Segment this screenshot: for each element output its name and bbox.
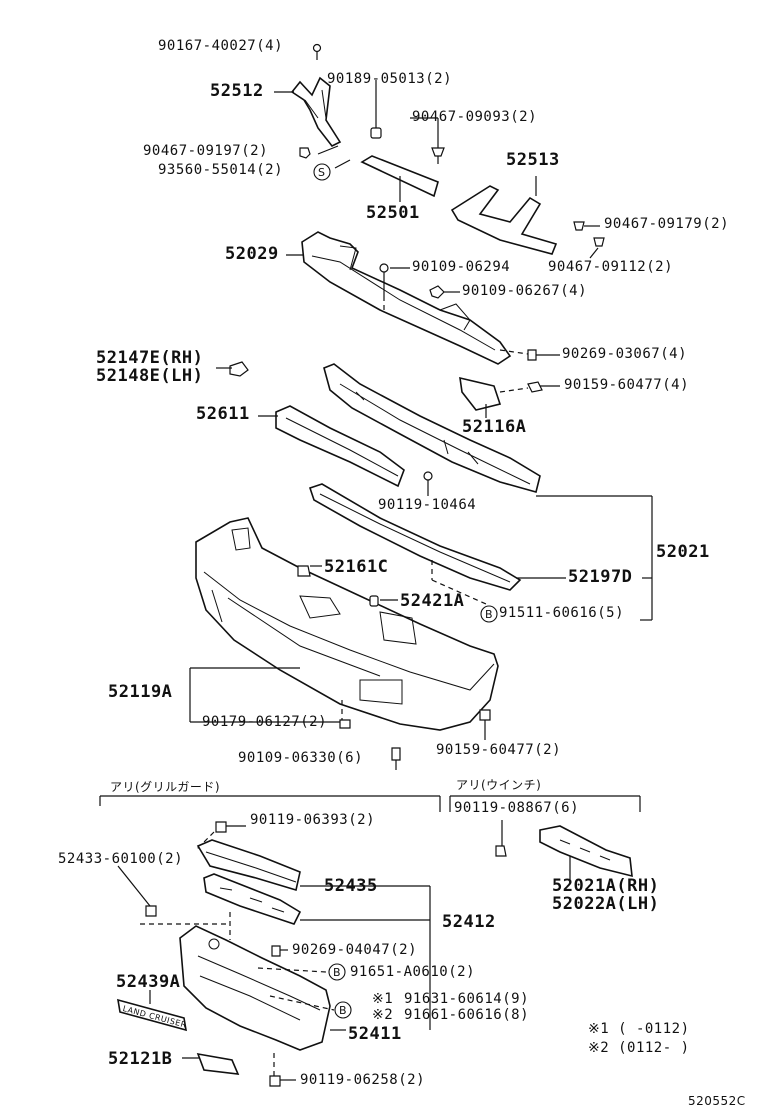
label-52021a: 52021A(RH) xyxy=(552,876,660,896)
label-52433-60100: 52433-60100(2) xyxy=(58,851,184,867)
absorber-52611 xyxy=(275,405,405,488)
grille-guard-52411 xyxy=(179,925,331,1051)
bolt-90167 xyxy=(312,43,322,53)
label-91511-60616: 91511-60616(5) xyxy=(499,605,625,621)
label-52148e: 52148E(LH) xyxy=(96,366,204,386)
diagram-id: 520552C xyxy=(688,1094,746,1108)
svg-text:B: B xyxy=(339,1004,347,1017)
label-90179-06127: 90179-06127(2) xyxy=(202,714,328,730)
label-52412: 52412 xyxy=(442,912,496,932)
bracket-52121b xyxy=(196,1052,240,1075)
label-90159-60477-2: 90159-60477(2) xyxy=(436,742,562,758)
label-52116a: 52116A xyxy=(462,417,527,437)
label-52197d: 52197D xyxy=(568,567,633,587)
label-52439a: 52439A xyxy=(116,972,181,992)
label-91631-mark: ※1 xyxy=(372,991,394,1007)
label-52029: 52029 xyxy=(225,244,279,264)
label-52119a: 52119A xyxy=(108,682,173,702)
label-91661-mark: ※2 xyxy=(372,1007,394,1023)
circle-s xyxy=(313,163,331,181)
label-91651-a0610: 91651-A0610(2) xyxy=(350,964,476,980)
bumper-cover-52119a xyxy=(195,517,499,731)
label-90119-10464: 90119-10464 xyxy=(378,497,477,513)
label-grille-guard: アリ(グリルガード) xyxy=(110,780,221,794)
label-90109-06330: 90109-06330(6) xyxy=(238,750,364,766)
label-93560-55014: 93560-55014(2) xyxy=(158,162,284,178)
label-90119-06258: 90119-06258(2) xyxy=(300,1072,426,1088)
label-52611: 52611 xyxy=(196,404,250,424)
part-52147e xyxy=(229,361,249,377)
label-52501: 52501 xyxy=(366,203,420,223)
label-90109-06294: 90109-06294 xyxy=(412,259,511,275)
label-52435: 52435 xyxy=(324,876,378,896)
label-52121b: 52121B xyxy=(108,1049,173,1069)
svg-text:B: B xyxy=(485,608,493,621)
winch-bracket-52021a xyxy=(539,825,633,878)
clip-90467-09197 xyxy=(299,147,311,159)
label-52022a: 52022A(LH) xyxy=(552,894,660,914)
circle-b-91651 xyxy=(328,963,346,981)
note-1: ※1 ( -0112) xyxy=(588,1021,690,1037)
label-52411: 52411 xyxy=(348,1024,402,1044)
circle-s-text: S xyxy=(318,166,325,179)
note-2: ※2 (0112- ) xyxy=(588,1040,690,1056)
bracket-52029 xyxy=(301,231,512,365)
label-90467-09112: 90467-09112(2) xyxy=(548,259,674,275)
label-90119-06393: 90119-06393(2) xyxy=(250,812,376,828)
label-90269-03067: 90269-03067(4) xyxy=(562,346,688,362)
bracket-52513 xyxy=(450,185,558,255)
label-52512: 52512 xyxy=(210,81,264,101)
bracket-52512 xyxy=(290,76,342,148)
svg-text:B: B xyxy=(333,966,341,979)
label-52147e: 52147E(RH) xyxy=(96,348,204,368)
guard-bar-52435 xyxy=(196,839,301,892)
bracket-52116a xyxy=(459,376,502,411)
label-90119-08867: 90119-08867(6) xyxy=(454,800,580,816)
label-91661-60616: 91661-60616(8) xyxy=(404,1007,530,1023)
circle-b-91511 xyxy=(480,605,498,623)
label-90189-05013: 90189-05013(2) xyxy=(327,71,453,87)
reinforcement-52021 xyxy=(323,363,541,493)
label-52161c: 52161C xyxy=(324,557,389,577)
label-52513: 52513 xyxy=(506,150,560,170)
label-90467-09093: 90467-09093(2) xyxy=(412,109,538,125)
emblem-52439a xyxy=(117,998,187,1032)
label-90467-09179: 90467-09179(2) xyxy=(604,216,730,232)
label-90467-09197: 90467-09197(2) xyxy=(143,143,269,159)
circle-b-91631 xyxy=(334,1001,352,1019)
label-52021: 52021 xyxy=(656,542,710,562)
label-90159-60477-4: 90159-60477(4) xyxy=(564,377,690,393)
label-90109-06267: 90109-06267(4) xyxy=(462,283,588,299)
fog-lamp-hole xyxy=(359,679,403,705)
label-90167-40027: 90167-40027(4) xyxy=(158,38,284,54)
label-90269-04047: 90269-04047(2) xyxy=(292,942,418,958)
label-91631-60614: 91631-60614(9) xyxy=(404,991,530,1007)
label-winch: アリ(ウインチ) xyxy=(456,778,542,792)
label-52421a: 52421A xyxy=(400,591,465,611)
